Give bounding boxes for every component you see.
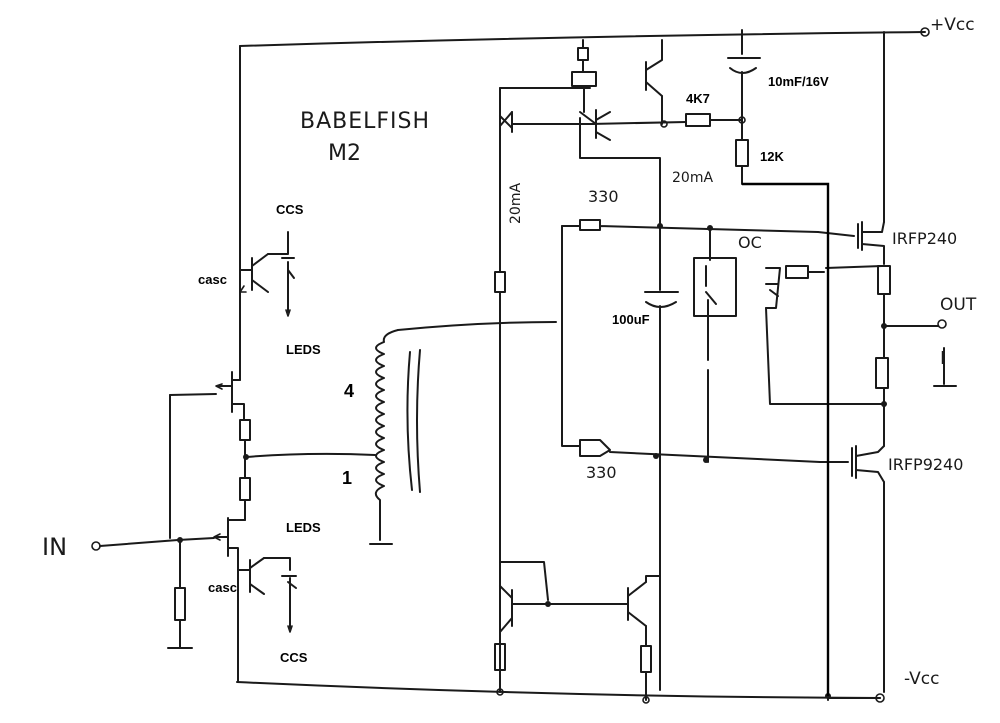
positive-supply-rail — [239, 27, 930, 47]
label-12k: 12K — [760, 149, 784, 164]
label-vcc-pos: +Vcc — [930, 15, 975, 35]
labels: BABELFISH M2 CCS casc LEDS LEDS casc CCS… — [42, 15, 977, 689]
output-stage — [817, 31, 957, 699]
label-casc-bottom: casc — [208, 580, 237, 595]
label-oc: OC — [738, 233, 762, 252]
label-10mf: 10mF/16V — [768, 74, 829, 89]
driver-stage — [494, 29, 829, 704]
title-line2: M2 — [328, 141, 361, 166]
output-transformer — [369, 321, 557, 545]
label-330-top: 330 — [588, 187, 619, 206]
overcurrent-protection — [693, 227, 883, 463]
label-casc-top: casc — [198, 272, 227, 287]
bias-feedback-wire — [742, 182, 830, 696]
label-output-current: I — [940, 348, 945, 369]
negative-supply-rail — [236, 681, 885, 703]
label-ccs-bottom: CCS — [280, 650, 308, 665]
label-coil-4: 4 — [344, 381, 354, 401]
label-330-bottom: 330 — [586, 463, 617, 482]
input-stage — [91, 45, 376, 683]
label-4k7: 4K7 — [686, 91, 710, 106]
label-ccs-top: CCS — [276, 202, 304, 217]
label-input: IN — [42, 533, 67, 561]
label-mosfet-bottom: IRFP9240 — [888, 455, 963, 474]
label-100uf: 100uF — [612, 312, 650, 327]
label-vcc-neg: -Vcc — [904, 669, 939, 689]
title-line1: BABELFISH — [300, 109, 430, 134]
label-leds-bottom: LEDS — [286, 520, 321, 535]
label-output: OUT — [940, 295, 977, 315]
label-coil-1: 1 — [342, 468, 352, 488]
label-mosfet-top: IRFP240 — [892, 229, 957, 248]
label-leds-top: LEDS — [286, 342, 321, 357]
label-current-mid: 20mA — [672, 170, 713, 186]
label-current-left: 20mA — [508, 183, 524, 224]
